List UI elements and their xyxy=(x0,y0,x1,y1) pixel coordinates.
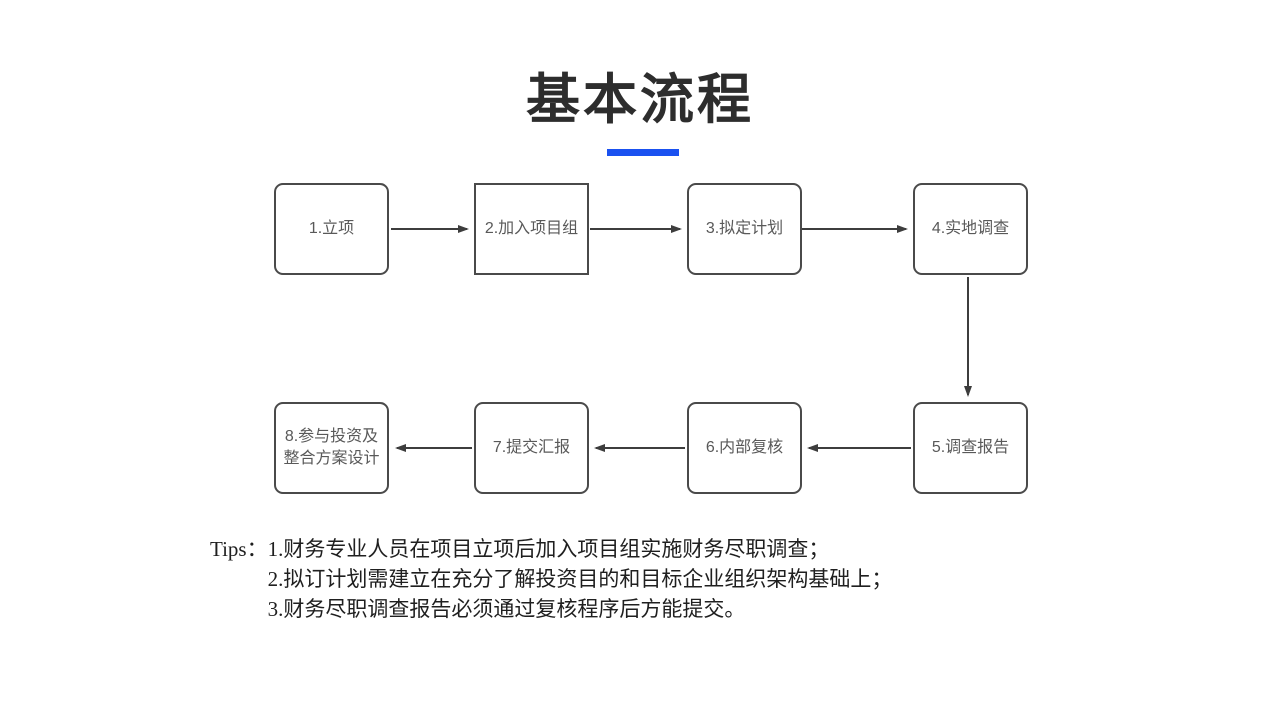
flow-step-5: 5.调查报告 xyxy=(913,402,1028,494)
flow-step-4-label: 4.实地调查 xyxy=(931,219,1010,237)
tips-line-3: 3.财务尽职调查报告必须通过复核程序后方能提交。 xyxy=(267,597,746,621)
flow-step-1: 1.立项 xyxy=(274,183,389,275)
flow-step-2: 2.加入项目组 xyxy=(474,183,589,275)
title-underline xyxy=(607,149,679,156)
flow-step-2-label: 2.加入项目组 xyxy=(484,219,579,237)
tips-block: Tips： 1.财务专业人员在项目立项后加入项目组实施财务尽职调查； 2.拟订计… xyxy=(210,534,892,624)
tips-line-1: 1.财务专业人员在项目立项后加入项目组实施财务尽职调查； xyxy=(267,537,830,561)
flow-step-4: 4.实地调查 xyxy=(913,183,1028,275)
flow-step-5-label: 5.调查报告 xyxy=(931,438,1010,456)
flow-step-7-label: 7.提交汇报 xyxy=(492,438,571,456)
tips-line-2: 2.拟订计划需建立在充分了解投资目的和目标企业组织架构基础上； xyxy=(267,567,893,591)
flow-step-6-label: 6.内部复核 xyxy=(705,438,784,456)
page-title: 基本流程 xyxy=(526,70,754,130)
flow-step-3: 3.拟定计划 xyxy=(687,183,802,275)
flow-step-6: 6.内部复核 xyxy=(687,402,802,494)
flow-step-8-label: 8.参与投资及 整合方案设计 xyxy=(283,427,380,467)
flow-step-3-label: 3.拟定计划 xyxy=(705,219,784,237)
tips-lines: 1.财务专业人员在项目立项后加入项目组实施财务尽职调查； 2.拟订计划需建立在充… xyxy=(268,534,893,624)
tips-label: Tips： xyxy=(210,537,268,561)
flow-step-7: 7.提交汇报 xyxy=(474,402,589,494)
flow-step-8: 8.参与投资及 整合方案设计 xyxy=(274,402,389,494)
flow-step-1-label: 1.立项 xyxy=(308,219,355,237)
